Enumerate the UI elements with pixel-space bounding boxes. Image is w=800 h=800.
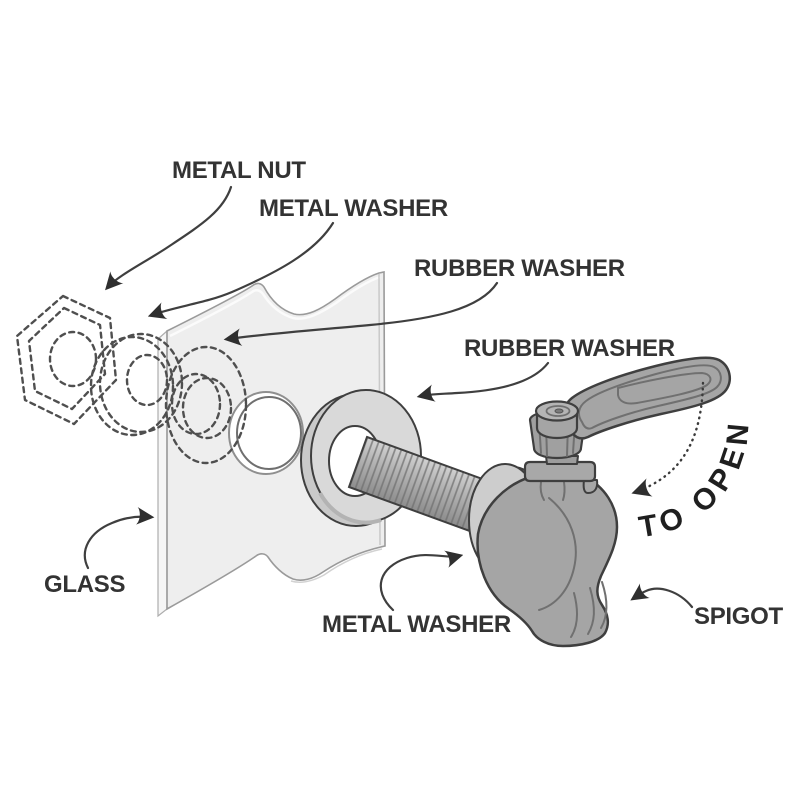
pivot-cap-ring bbox=[545, 405, 571, 417]
label-rubber-washer-front: RUBBER WASHER bbox=[464, 335, 675, 362]
rubber-washer-top-arrow bbox=[223, 281, 499, 346]
handle-inner-contour bbox=[577, 364, 722, 430]
pivot-cap-dot bbox=[554, 408, 564, 414]
metal-nut-dashed bbox=[15, 294, 118, 426]
metal-nut-arrow bbox=[105, 185, 233, 291]
rubber-washer-dashed-hole-front bbox=[181, 376, 233, 440]
metal-nut-inner-hex bbox=[27, 306, 107, 411]
label-spigot: SPIGOT bbox=[694, 603, 784, 630]
body-neck-line-1 bbox=[539, 481, 545, 501]
rubber-washer-shading bbox=[318, 492, 382, 525]
label-metal-washer-bottom: METAL WASHER bbox=[322, 611, 511, 638]
spout-crease-3 bbox=[600, 581, 608, 629]
metal-washer-top-arrow bbox=[147, 221, 335, 320]
spigot-part bbox=[476, 356, 732, 648]
metal-nut-hole bbox=[48, 330, 98, 388]
glass-top-highlight bbox=[169, 275, 381, 338]
spigot-arrow bbox=[630, 583, 694, 609]
to-open-text: TO OPEN bbox=[636, 416, 756, 544]
rubber-washer-front-arrow bbox=[416, 361, 550, 402]
knurl-ridges bbox=[538, 421, 576, 457]
glass-bottom-edge-line bbox=[290, 548, 383, 583]
spigot-boss-contour bbox=[538, 497, 577, 611]
label-glass: GLASS bbox=[44, 571, 125, 598]
glass-hole-rim bbox=[236, 396, 302, 470]
metal-washer-outer-front bbox=[98, 332, 184, 434]
label-rubber-washer-top: RUBBER WASHER bbox=[414, 255, 625, 282]
metal-nut-outer-hex bbox=[15, 294, 118, 426]
spigot-handle bbox=[563, 356, 732, 440]
spigot-body bbox=[476, 474, 619, 648]
spout-crease-1 bbox=[570, 592, 579, 638]
rubber-washer-dashed-outer bbox=[164, 345, 248, 465]
metal-washer-outer-back bbox=[89, 335, 175, 437]
glass-arrow bbox=[83, 507, 155, 570]
label-metal-washer-top: METAL WASHER bbox=[259, 195, 448, 222]
metal-washer-bottom-arrow bbox=[379, 550, 464, 612]
rubber-washer-dashed bbox=[164, 345, 248, 465]
rotation-dotted-arc bbox=[631, 381, 705, 497]
metal-washer-dashed bbox=[89, 332, 184, 437]
to-open-curved-text: TO OPEN bbox=[636, 416, 750, 544]
spigot-flange bbox=[523, 460, 597, 483]
spout-crease-2 bbox=[587, 587, 595, 635]
spigot-flange-tab bbox=[582, 479, 599, 494]
metal-washer-hole bbox=[125, 353, 169, 407]
handle-grip-panel bbox=[617, 371, 712, 405]
body-neck-line-2 bbox=[562, 481, 566, 501]
glass-panel bbox=[157, 271, 386, 618]
rubber-washer-dashed-hole-back bbox=[170, 372, 222, 436]
label-metal-nut: METAL NUT bbox=[172, 157, 306, 184]
